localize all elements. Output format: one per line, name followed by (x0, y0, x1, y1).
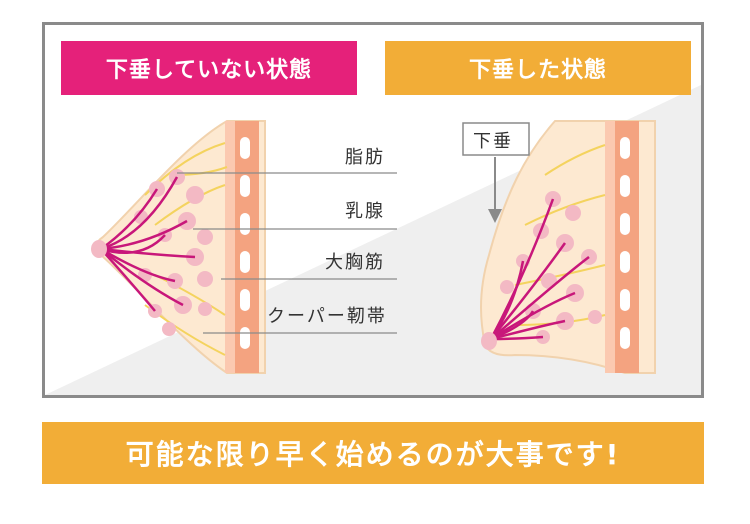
sagging-breast (462, 120, 656, 374)
label-sag: 下垂 (473, 131, 513, 152)
normal-ducts (100, 176, 196, 312)
sagging-nipple (481, 332, 497, 350)
label-pectoral: 大胸筋 (325, 252, 385, 273)
label-mammary: 乳腺 (345, 201, 385, 222)
normal-leader-lines (177, 172, 397, 334)
sagging-ducts (489, 198, 590, 341)
normal-breast (91, 120, 397, 374)
normal-state-tag: 下垂していない状態 (61, 41, 357, 95)
label-cooper: クーパー靭帯 (267, 306, 387, 327)
sag-arrow-icon (488, 209, 502, 223)
bottom-banner: 可能な限り早く始めるのが大事です! (42, 422, 704, 484)
sag-label-box (462, 122, 530, 156)
sagging-state-tag: 下垂した状態 (385, 41, 691, 95)
sagging-ribs (620, 137, 630, 349)
breast-diagram (91, 120, 656, 374)
diagram-frame: 下垂していない状態 下垂した状態 (42, 22, 704, 398)
label-fat: 脂肪 (345, 147, 385, 168)
normal-nipple (91, 240, 107, 258)
